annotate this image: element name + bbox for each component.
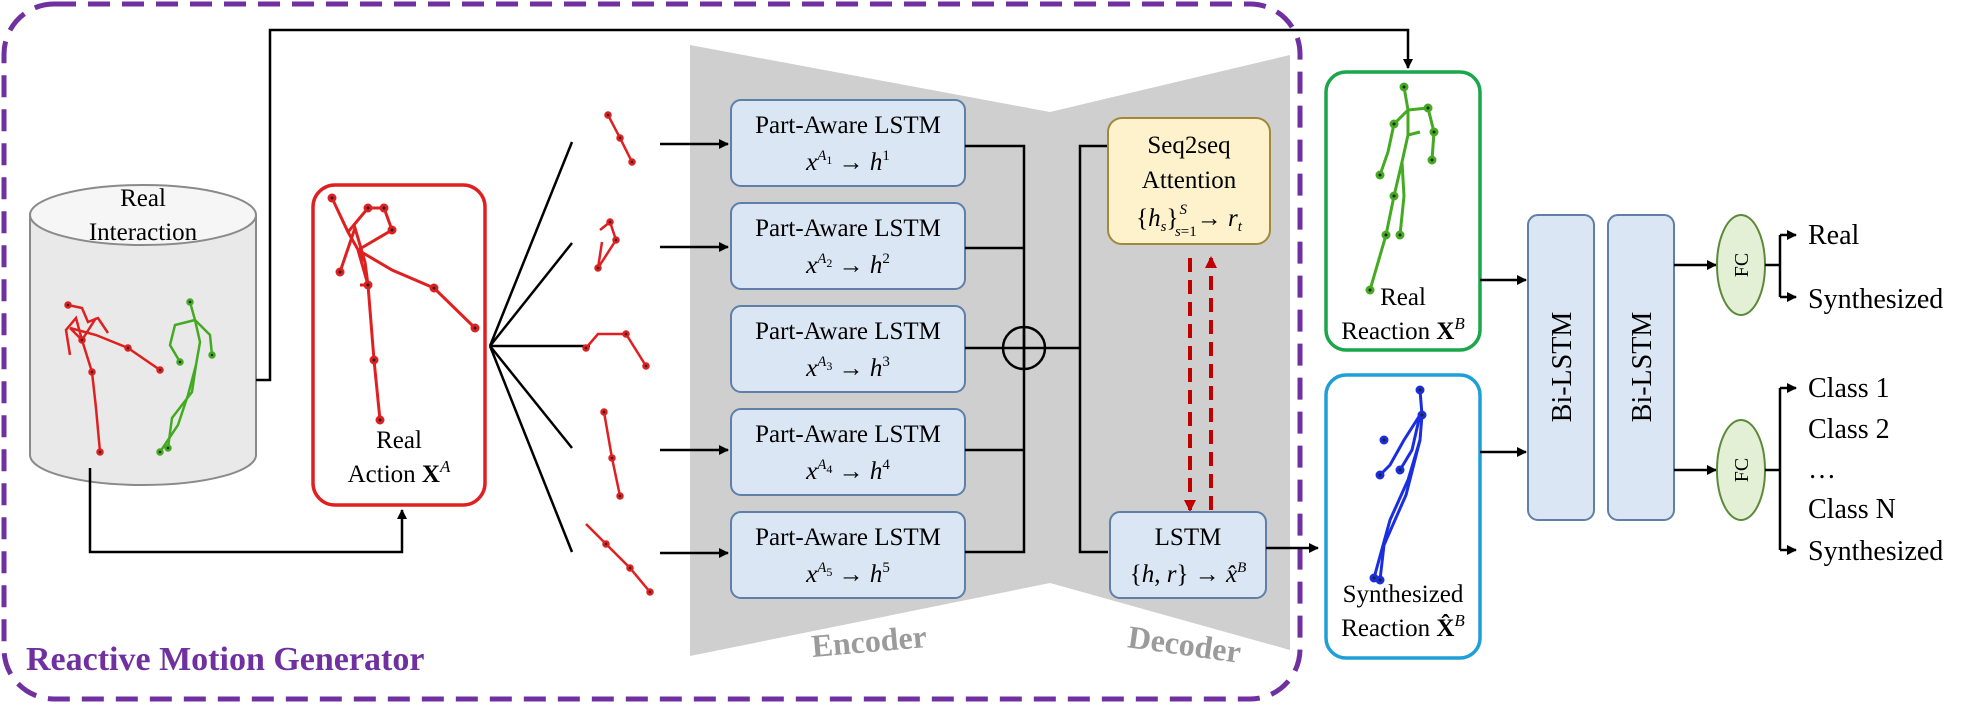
interaction-database: Real Interaction — [29, 184, 257, 486]
svg-text:Attention: Attention — [1142, 167, 1237, 194]
part-lstm-3: Part-Aware LSTM xA3 → h3 — [730, 305, 966, 393]
svg-text:{h, r} → x̂B: {h, r} → x̂B — [1130, 560, 1247, 588]
output-ellipsis: … — [1808, 454, 1836, 485]
svg-text:Bi-LSTM: Bi-LSTM — [1547, 312, 1578, 423]
part-input-arrows — [660, 139, 729, 558]
body-part-left-leg — [600, 408, 624, 500]
real-reaction-label-line2: Reaction XB — [1341, 314, 1465, 345]
part-lstm-5: Part-Aware LSTM xA5 → h5 — [730, 511, 966, 599]
db-to-real-action-line — [88, 468, 407, 554]
generator-frame — [1, 1, 1303, 702]
bilstm-block-1: Bi-LSTM — [1527, 214, 1595, 521]
database-label-line1: Real — [120, 185, 166, 212]
svg-text:Part-Aware LSTM: Part-Aware LSTM — [755, 524, 941, 551]
body-part-left-arm — [594, 218, 620, 272]
database-green-skeleton — [156, 298, 216, 456]
body-part-right-arm — [582, 330, 650, 370]
part-lstm-2: Part-Aware LSTM xA2 → h2 — [730, 202, 966, 290]
real-action-label-line2: Action XA — [348, 457, 451, 488]
svg-text:FC: FC — [1731, 253, 1753, 277]
svg-text:Part-Aware LSTM: Part-Aware LSTM — [755, 318, 941, 345]
body-part-right-leg — [585, 523, 654, 596]
output-bracket-top — [1765, 230, 1797, 302]
output-class-2: Class 2 — [1808, 414, 1890, 445]
output-synthesized-bottom: Synthesized — [1808, 536, 1943, 567]
svg-text:Bi-LSTM: Bi-LSTM — [1627, 312, 1658, 423]
svg-text:xA3 → h3: xA3 → h3 — [805, 354, 890, 382]
svg-text:Seq2seq: Seq2seq — [1147, 132, 1231, 159]
real-action-box — [311, 183, 487, 507]
part-lstm-4: Part-Aware LSTM xA4 → h4 — [730, 408, 966, 496]
svg-text:LSTM: LSTM — [1155, 524, 1222, 551]
real-action-skeleton — [327, 193, 480, 425]
generator-title: Reactive Motion Generator — [26, 641, 424, 678]
database-red-skeleton — [64, 301, 164, 456]
db-to-real-reaction-line — [256, 28, 1413, 382]
output-synthesized-top: Synthesized — [1808, 284, 1943, 315]
database-label-line2: Interaction — [89, 219, 198, 246]
synth-reaction-label-line1: Synthesized — [1343, 581, 1464, 608]
real-reaction-skeleton — [1365, 82, 1439, 295]
svg-text:Part-Aware LSTM: Part-Aware LSTM — [755, 112, 941, 139]
bilstm-block-2: Bi-LSTM — [1607, 214, 1675, 521]
synth-reaction-box — [1324, 373, 1482, 660]
output-class-1: Class 1 — [1808, 373, 1890, 404]
synth-reaction-skeleton — [1369, 385, 1427, 585]
fc-node-1: FC — [1716, 214, 1766, 316]
svg-text:FC: FC — [1731, 458, 1753, 482]
svg-text:xA2 → h2: xA2 → h2 — [805, 251, 890, 279]
synth-reaction-label-line2: Reaction X̂B — [1341, 611, 1465, 642]
body-part-torso — [604, 111, 636, 166]
part-split-fan — [488, 141, 590, 553]
output-class-n: Class N — [1808, 494, 1896, 525]
svg-text:Part-Aware LSTM: Part-Aware LSTM — [755, 421, 941, 448]
svg-text:xA4 → h4: xA4 → h4 — [805, 457, 890, 485]
output-bracket-bottom — [1765, 383, 1797, 555]
svg-text:Part-Aware LSTM: Part-Aware LSTM — [755, 215, 941, 242]
svg-text:xA5 → h5: xA5 → h5 — [805, 560, 890, 588]
svg-text:xA1 → h1: xA1 → h1 — [805, 148, 890, 176]
decoder-lstm-box: LSTM {h, r} → x̂B — [1109, 511, 1267, 599]
real-action-label-line1: Real — [376, 427, 422, 454]
concat-operator-icon — [1001, 325, 1047, 371]
real-reaction-label-line1: Real — [1380, 284, 1426, 311]
part-lstm-1: Part-Aware LSTM xA1 → h1 — [730, 99, 966, 187]
output-real: Real — [1808, 220, 1860, 251]
fc-node-2: FC — [1716, 419, 1766, 521]
